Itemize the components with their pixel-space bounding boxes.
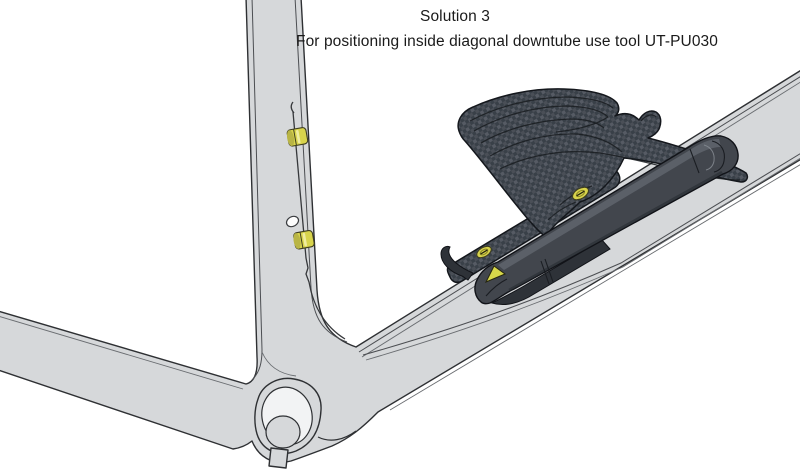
bottom-bracket [254,377,357,469]
frame-outline [0,0,800,463]
positioning-tool-ut-pu030 [474,135,739,306]
tool-cap-ring-inner [703,144,715,171]
frame-tab [268,447,289,469]
caption-line1: Solution 3 [420,8,490,25]
cable-rod [290,101,346,340]
cage-hook [440,245,474,281]
tool-cap-ring-outer [711,140,725,173]
barrel-nut-lower [293,229,315,250]
tool-foot [490,239,611,306]
rivet-hole [285,215,300,228]
barrel-nut-upper [286,127,309,147]
bb-bore [265,415,301,449]
cage-bolt-upper [571,186,590,201]
tool-yellow-marker [484,265,507,283]
frame-contour-lines [0,0,800,411]
caption-line2: For positioning inside diagonal downtube… [296,33,718,50]
tool-top-face [498,139,721,270]
cage-bolt-lower [476,245,492,259]
